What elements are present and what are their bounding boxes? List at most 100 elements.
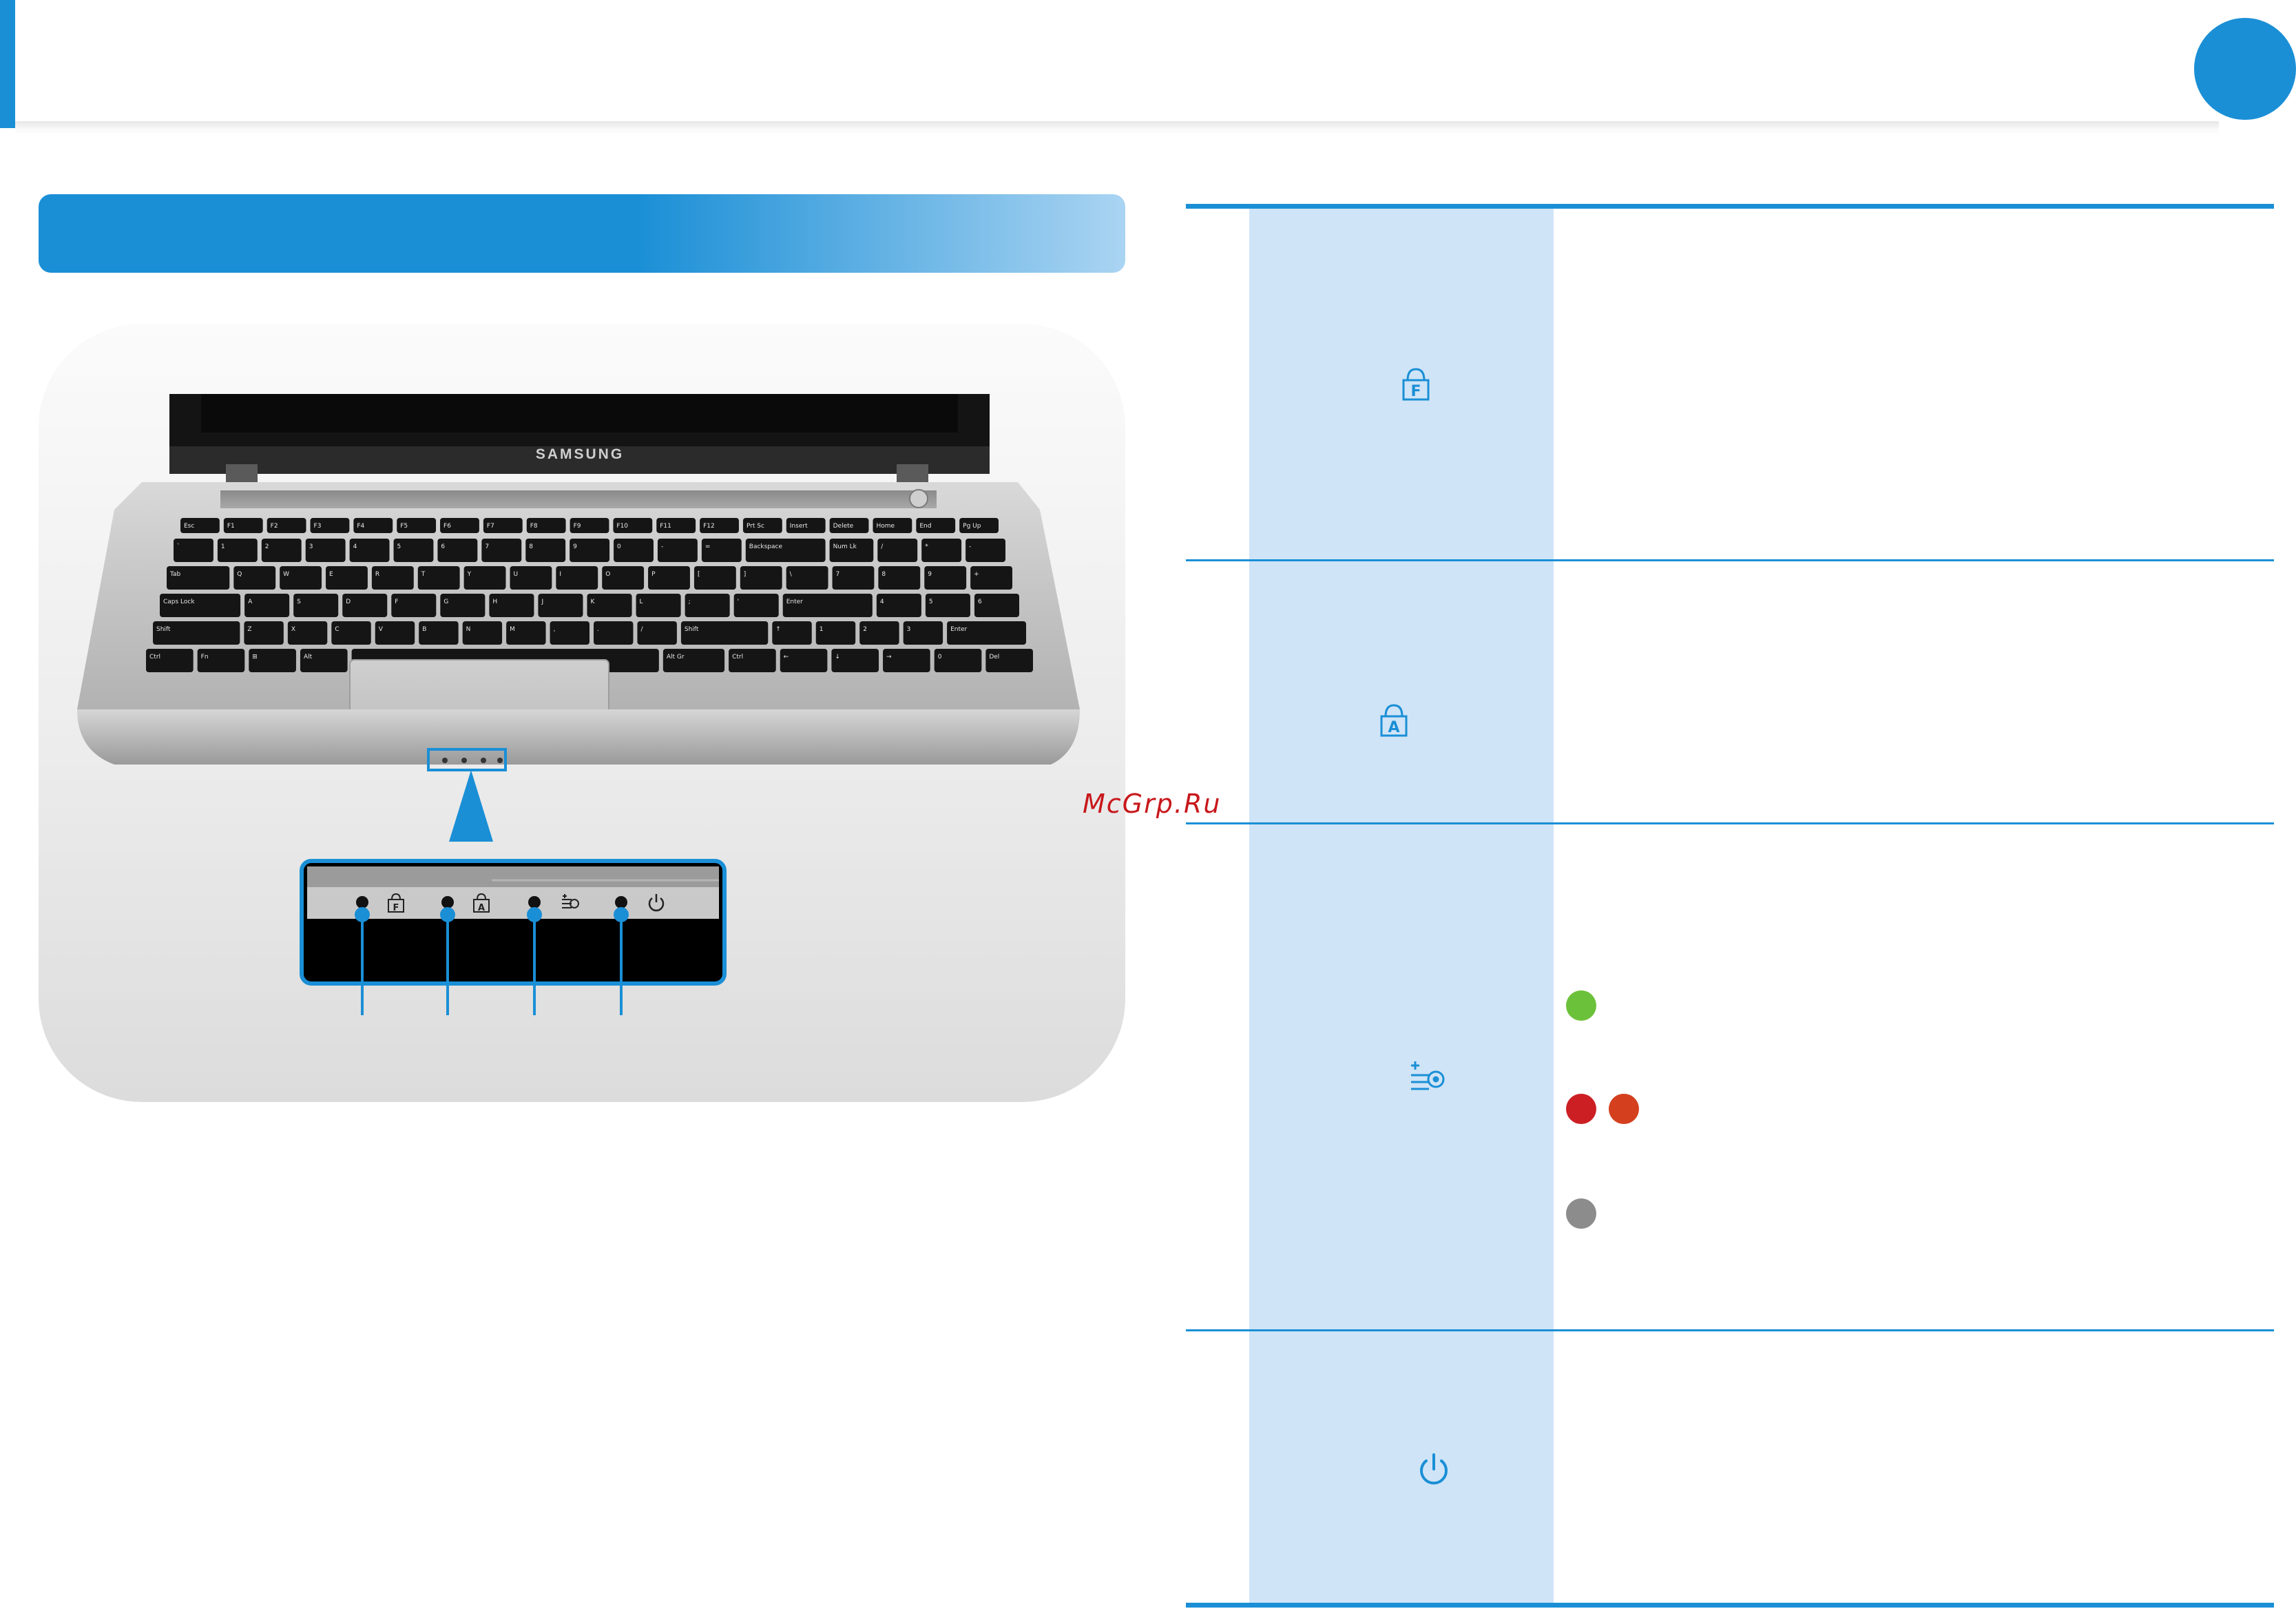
keyboard-key: [742, 518, 782, 533]
keyboard-key: [244, 621, 284, 645]
keyboard-key: [680, 621, 769, 645]
keyboard-key-label: S: [297, 599, 301, 605]
keyboard-key-label: Del: [989, 654, 999, 661]
keyboard-key-label: 1: [221, 543, 225, 550]
keyboard-key-label: Num Lk: [833, 543, 857, 550]
keyboard-key-label: U: [513, 571, 518, 578]
svg-text:F: F: [1410, 383, 1421, 400]
keyboard-key-label: Caps Lock: [163, 599, 195, 605]
keyboard-key-label: F9: [574, 523, 581, 530]
keyboard-key-label: ↓: [835, 654, 840, 661]
keyboard-key: [934, 649, 982, 672]
keyboard-key-label: 9: [573, 543, 577, 550]
keyboard-key: [662, 649, 725, 672]
status-dot-orange: [1609, 1094, 1639, 1124]
keyboard-key: [829, 518, 869, 533]
keyboard-key-label: 2: [863, 626, 867, 633]
keyboard-key: [740, 566, 782, 590]
keyboard-key: [786, 566, 828, 590]
keyboard-key: [481, 539, 522, 562]
keyboard-key-label: 1: [820, 626, 824, 633]
keyboard-key: [873, 518, 912, 533]
keyboard-key: [594, 621, 634, 645]
keyboard-key: [772, 621, 812, 645]
keyboard-key: [280, 566, 322, 590]
keyboard-key-label: K: [590, 599, 595, 605]
keyboard-key: [375, 621, 415, 645]
keyboard-key-label: 0: [617, 543, 621, 550]
table-top-rule: [1186, 204, 2274, 209]
keyboard-key-label: P: [651, 571, 656, 578]
keyboard-key: [782, 594, 873, 617]
keyboard-key: [462, 621, 503, 645]
keyboard-key: [261, 539, 302, 562]
brand-logo: SAMSUNG: [536, 446, 624, 462]
keyboard-key: [613, 518, 653, 533]
table-row-separator: [1186, 559, 2274, 561]
keyboard-key-label: -: [661, 543, 663, 550]
keyboard-key-label: W: [283, 571, 289, 578]
status-dot-gray: [1566, 1198, 1596, 1229]
keyboard-key: [700, 518, 739, 533]
keyboard-key: [526, 518, 566, 533]
keyboard-key-label: A: [248, 599, 253, 605]
keyboard-key: [310, 518, 350, 533]
keyboard-key-label: 9: [928, 571, 932, 578]
keyboard-key: [883, 649, 930, 672]
watermark: McGrp.Ru: [1083, 789, 1222, 819]
keyboard-key: [331, 621, 371, 645]
keyboard-key: [657, 539, 698, 562]
keyboard-key-label: F8: [530, 523, 538, 530]
keyboard-key: [391, 594, 437, 617]
keyboard-key: [878, 566, 921, 590]
keyboard-key-label: 5: [929, 599, 933, 605]
keyboard-key-label: X: [291, 626, 295, 633]
keyboard-key-label: 5: [397, 543, 401, 550]
keyboard-key: [233, 566, 276, 590]
keyboard-key: [570, 518, 609, 533]
keyboard-key-label: Shift: [685, 626, 699, 633]
keyboard-key-label: 7: [485, 543, 489, 550]
keyboard-key: [146, 649, 194, 672]
keyboard-key: [701, 539, 742, 562]
keyboard-key: [587, 594, 632, 617]
keyboard-key: [353, 518, 393, 533]
keyboard-key-label: +: [974, 571, 979, 578]
keyboard-key: [903, 621, 943, 645]
keyboard-key-label: 3: [309, 543, 313, 550]
keyboard-key: [550, 621, 589, 645]
keyboard-key: [463, 566, 506, 590]
keyboard-key: [974, 594, 1019, 617]
svg-text:A: A: [478, 903, 485, 913]
keyboard-key: [966, 539, 1005, 562]
table-bottom-rule: [1186, 1603, 2274, 1608]
keyboard-key-label: F4: [357, 523, 364, 530]
keyboard-key-label: N: [466, 626, 471, 633]
keyboard-key-label: M: [510, 626, 515, 633]
keyboard-key-label: ⊞: [252, 654, 258, 661]
keyboard-key: [153, 621, 240, 645]
keyboard-key: [729, 649, 776, 672]
keyboard-key-label: Enter: [786, 599, 803, 605]
keyboard-key-label: Enter: [950, 626, 967, 633]
keyboard-key: [745, 539, 826, 562]
charging-callout-icon: [562, 894, 579, 908]
keyboard-key: [556, 566, 598, 590]
keyboard-key-label: G: [443, 599, 448, 605]
keyboard-key: [300, 649, 348, 672]
keyboard-key: [293, 594, 339, 617]
keyboard-key: [371, 566, 414, 590]
keyboard-key: [419, 621, 459, 645]
keyboard-key: [326, 566, 368, 590]
keyboard-key-label: 0: [938, 654, 942, 661]
keyboard-key: [959, 518, 999, 533]
speaker-grille: [220, 490, 937, 508]
keyboard-key-label: Home: [876, 523, 895, 530]
keyboard-key-label: =: [705, 543, 711, 550]
keyboard-key: [342, 594, 388, 617]
keyboard-key: [656, 518, 696, 533]
keyboard-key: [174, 539, 213, 562]
keyboard-key: [489, 594, 534, 617]
keyboard-key: [947, 621, 1026, 645]
